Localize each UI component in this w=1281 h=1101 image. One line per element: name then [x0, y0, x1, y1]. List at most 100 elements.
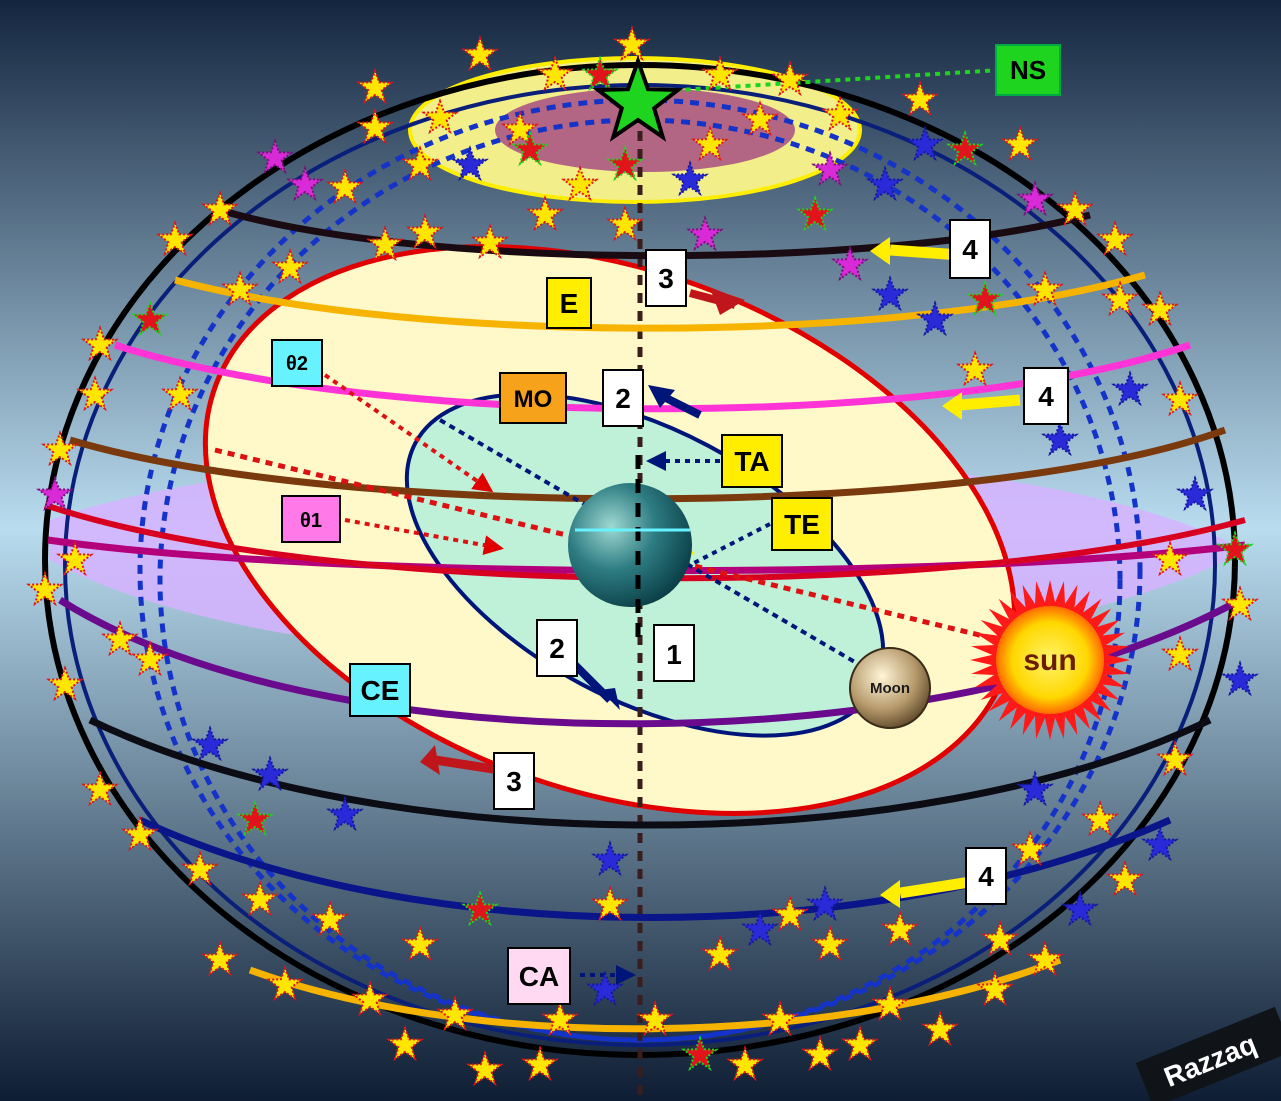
star-icon	[356, 68, 394, 105]
star-icon	[966, 280, 1004, 317]
star-icon	[236, 800, 274, 837]
arrow-icon	[942, 392, 962, 420]
star-field	[26, 25, 1259, 1087]
star-icon	[1011, 830, 1049, 867]
svg-text:3: 3	[506, 766, 522, 797]
te-pointer	[689, 522, 771, 567]
star-icon	[76, 375, 114, 412]
star-icon	[586, 970, 624, 1007]
star-icon	[401, 145, 439, 182]
star-icon	[271, 248, 309, 285]
star-icon	[326, 795, 364, 832]
star-icon	[1221, 660, 1259, 697]
svg-text:3: 3	[658, 263, 674, 294]
moon: Moon	[849, 647, 931, 729]
label-2-top: 2	[602, 369, 644, 427]
star-icon	[1026, 270, 1064, 307]
star-icon	[241, 880, 279, 917]
arrow-icon	[600, 688, 620, 710]
arrow-icon	[434, 755, 501, 775]
svg-text:θ1: θ1	[300, 510, 322, 532]
north-star-icon	[592, 55, 684, 142]
star-icon	[311, 900, 349, 937]
label-ta: TA	[721, 434, 783, 488]
star-icon	[461, 890, 499, 927]
star-icon	[191, 725, 229, 762]
arrow-icon	[899, 876, 971, 899]
theta1-arrow	[344, 518, 504, 555]
star-icon	[1026, 940, 1064, 977]
star-icon	[671, 160, 709, 197]
star-icon	[1141, 290, 1179, 327]
star-icon	[36, 475, 74, 512]
svg-text:2: 2	[549, 633, 565, 664]
dec-circle-navy-low	[138, 816, 1172, 921]
star-icon	[406, 213, 444, 250]
star-icon	[801, 1035, 839, 1072]
star-icon	[561, 165, 599, 202]
star-icon	[256, 138, 294, 175]
ns-pointer	[679, 68, 1001, 92]
star-icon	[156, 220, 194, 257]
sun: sun	[970, 580, 1130, 740]
star-icon	[1056, 190, 1094, 227]
star-icon	[591, 885, 629, 922]
star-icon	[821, 95, 859, 132]
svg-text:CA: CA	[519, 961, 559, 992]
svg-text:4: 4	[978, 861, 994, 892]
star-icon	[636, 1000, 674, 1037]
star-icon	[741, 910, 779, 947]
star-icon	[866, 165, 904, 202]
label-te: TE	[771, 497, 833, 551]
star-icon	[921, 1010, 959, 1047]
label-ce: CE	[349, 663, 411, 717]
star-icon	[181, 850, 219, 887]
star-icon	[1161, 635, 1199, 672]
star-icon	[1221, 585, 1259, 622]
star-icon	[131, 300, 169, 337]
meridian-dashed	[137, 97, 1143, 1043]
star-icon	[401, 925, 439, 962]
star-icon	[466, 1050, 504, 1087]
svg-text:4: 4	[1038, 381, 1054, 412]
star-icon	[1016, 180, 1054, 217]
star-icon	[471, 223, 509, 260]
star-icon	[741, 100, 779, 137]
star-icon	[976, 970, 1014, 1007]
star-icon	[451, 145, 489, 182]
svg-text:TA: TA	[734, 446, 769, 477]
star-icon	[1001, 125, 1039, 162]
star-icon	[871, 275, 909, 312]
star-icon	[831, 245, 869, 282]
star-icon	[726, 1045, 764, 1082]
star-icon	[386, 1025, 424, 1062]
star-icon	[906, 125, 944, 162]
star-icon	[436, 995, 474, 1032]
star-icon	[591, 840, 629, 877]
star-icon	[201, 190, 239, 227]
star-icon	[901, 80, 939, 117]
star-icon	[511, 130, 549, 167]
label-2-bottom: 2	[536, 619, 578, 677]
star-icon	[796, 195, 834, 232]
star-icon	[251, 755, 289, 792]
star-icon	[326, 168, 364, 205]
moon-label: Moon	[870, 680, 910, 697]
svg-text:θ2: θ2	[286, 353, 308, 375]
star-icon	[1101, 280, 1139, 317]
star-icon	[1156, 740, 1194, 777]
star-icon	[811, 150, 849, 187]
star-icon	[761, 1000, 799, 1037]
label-theta2: θ2	[271, 339, 323, 387]
star-icon	[526, 195, 564, 232]
star-icon	[681, 1035, 719, 1072]
svg-text:1: 1	[666, 639, 682, 670]
dec-circle-black-low	[88, 716, 1212, 829]
star-icon	[536, 55, 574, 92]
star-icon	[286, 165, 324, 202]
star-icon	[956, 350, 994, 387]
star-icon	[1041, 420, 1079, 457]
star-icon	[771, 60, 809, 97]
arrow-icon	[889, 244, 961, 261]
